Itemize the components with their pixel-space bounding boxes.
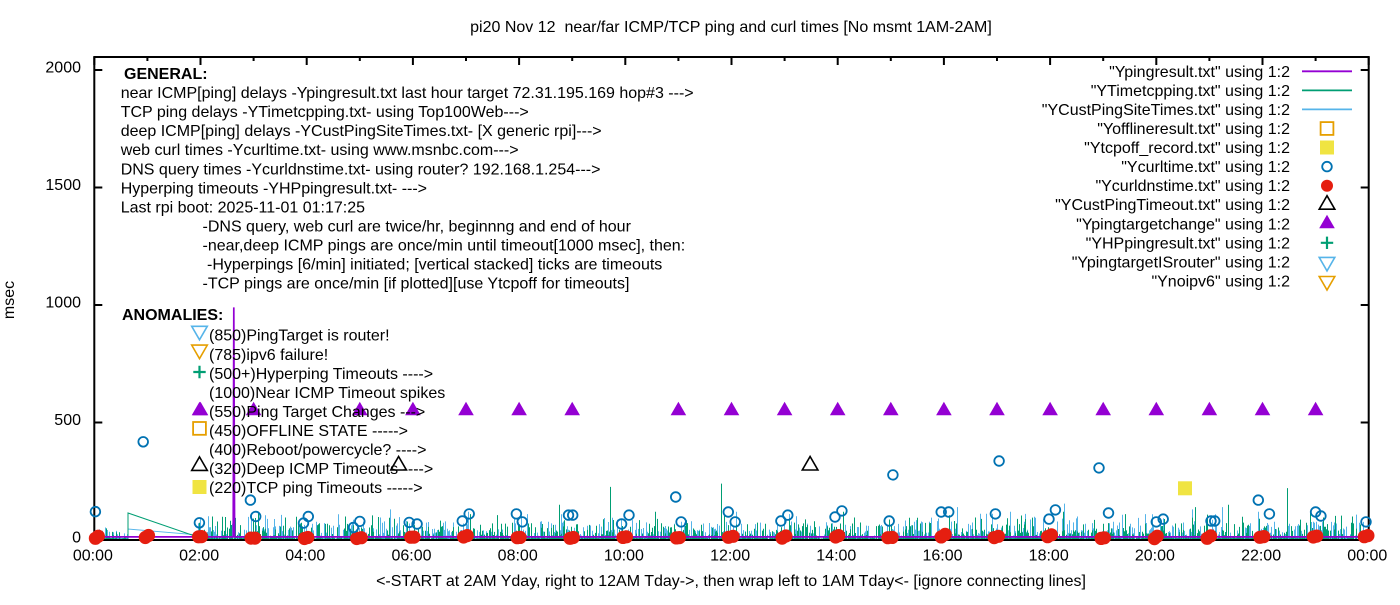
svg-text:"Ypingtargetchange" using 1:2: "Ypingtargetchange" using 1:2 (1076, 216, 1290, 233)
svg-text:06:00: 06:00 (391, 547, 431, 564)
svg-text:500: 500 (54, 412, 81, 429)
svg-text:(220)TCP ping Timeouts ----->: (220)TCP ping Timeouts -----> (209, 480, 423, 497)
svg-text:2000: 2000 (45, 60, 81, 77)
svg-text:-near,deep ICMP pings are once: -near,deep ICMP pings are once/min until… (203, 238, 686, 255)
svg-text:msec: msec (1, 281, 18, 319)
svg-text:"YHPpingresult.txt" using 1:2: "YHPpingresult.txt" using 1:2 (1086, 235, 1290, 252)
svg-text:(320)Deep ICMP Timeouts ---->: (320)Deep ICMP Timeouts ----> (209, 461, 433, 478)
svg-text:GENERAL:: GENERAL: (124, 66, 208, 83)
svg-text:22:00: 22:00 (1241, 547, 1281, 564)
svg-text:"Yofflineresult.txt" using 1:2: "Yofflineresult.txt" using 1:2 (1097, 121, 1290, 138)
svg-text:20:00: 20:00 (1135, 547, 1175, 564)
svg-text:14:00: 14:00 (816, 547, 856, 564)
svg-text:(550)Ping Target Changes --->: (550)Ping Target Changes ---> (209, 404, 425, 421)
svg-text:-Hyperpings [6/min] initiated;: -Hyperpings [6/min] initiated; [vertical… (207, 257, 662, 274)
svg-text:-DNS query, web curl are twice: -DNS query, web curl are twice/hr, begin… (203, 218, 632, 235)
svg-text:04:00: 04:00 (285, 547, 325, 564)
svg-text:pi20 Nov 12 near/far ICMP/TCP: pi20 Nov 12 near/far ICMP/TCP ping and c… (470, 19, 992, 36)
svg-text:(1000)Near ICMP Timeout spikes: (1000)Near ICMP Timeout spikes (209, 385, 445, 402)
svg-text:near ICMP[ping] delays -Ypingr: near ICMP[ping] delays -Ypingresult.txt … (121, 85, 694, 102)
svg-text:(400)Reboot/powercycle? ---->: (400)Reboot/powercycle? ----> (209, 442, 426, 459)
svg-text:"Ynoipv6" using 1:2: "Ynoipv6" using 1:2 (1151, 274, 1290, 291)
svg-text:"Ytcpoff_record.txt" using 1:2: "Ytcpoff_record.txt" using 1:2 (1084, 140, 1290, 157)
svg-text:10:00: 10:00 (604, 547, 644, 564)
svg-text:ANOMALIES:: ANOMALIES: (122, 307, 223, 324)
svg-text:(785)ipv6 failure!: (785)ipv6 failure! (209, 347, 328, 364)
svg-text:16:00: 16:00 (922, 547, 962, 564)
svg-text:08:00: 08:00 (498, 547, 538, 564)
svg-text:18:00: 18:00 (1029, 547, 1069, 564)
svg-text:-TCP pings are once/min [if pl: -TCP pings are once/min [if plotted][use… (203, 276, 630, 293)
svg-text:"Ypingresult.txt" using 1:2: "Ypingresult.txt" using 1:2 (1109, 64, 1290, 81)
svg-text:<-START at 2AM Yday, right to: <-START at 2AM Yday, right to 12AM Tday-… (376, 573, 1086, 590)
svg-text:1500: 1500 (45, 177, 81, 194)
svg-text:Hyperping timeouts -YHPpingres: Hyperping timeouts -YHPpingresult.txt- -… (121, 180, 427, 197)
svg-text:02:00: 02:00 (179, 547, 219, 564)
svg-text:DNS query times -Ycurldnstime.: DNS query times -Ycurldnstime.txt- using… (121, 161, 601, 178)
svg-text:deep ICMP[ping] delays -YCustP: deep ICMP[ping] delays -YCustPingSiteTim… (121, 123, 602, 140)
svg-text:TCP ping delays -YTimetcpping.: TCP ping delays -YTimetcpping.txt- using… (121, 104, 529, 121)
svg-text:"Ycurldnstime.txt" using 1:2: "Ycurldnstime.txt" using 1:2 (1095, 178, 1290, 195)
svg-text:(450)OFFLINE STATE ----->: (450)OFFLINE STATE -----> (209, 423, 408, 440)
svg-text:"Ycurltime.txt" using 1:2: "Ycurltime.txt" using 1:2 (1121, 159, 1290, 176)
svg-text:(500+)Hyperping Timeouts ---->: (500+)Hyperping Timeouts ----> (209, 366, 433, 383)
svg-text:12:00: 12:00 (710, 547, 750, 564)
svg-text:"YCustPingTimeout.txt" using 1: "YCustPingTimeout.txt" using 1:2 (1055, 197, 1290, 214)
svg-text:"YTimetcpping.txt" using 1:2: "YTimetcpping.txt" using 1:2 (1091, 83, 1290, 100)
svg-text:00:00: 00:00 (73, 547, 113, 564)
svg-text:00:00: 00:00 (1347, 547, 1387, 564)
svg-text:0: 0 (72, 530, 81, 547)
svg-text:"YpingtargetISrouter" using 1:: "YpingtargetISrouter" using 1:2 (1072, 254, 1290, 271)
svg-text:1000: 1000 (45, 295, 81, 312)
svg-text:Last rpi boot: 2025-11-01 01:1: Last rpi boot: 2025-11-01 01:17:25 (121, 199, 365, 216)
svg-text:(850)PingTarget is router!: (850)PingTarget is router! (209, 328, 390, 345)
svg-text:"YCustPingSiteTimes.txt" using: "YCustPingSiteTimes.txt" using 1:2 (1042, 102, 1290, 119)
svg-text:web curl times -Ycurltime.txt-: web curl times -Ycurltime.txt- using www… (120, 142, 519, 159)
